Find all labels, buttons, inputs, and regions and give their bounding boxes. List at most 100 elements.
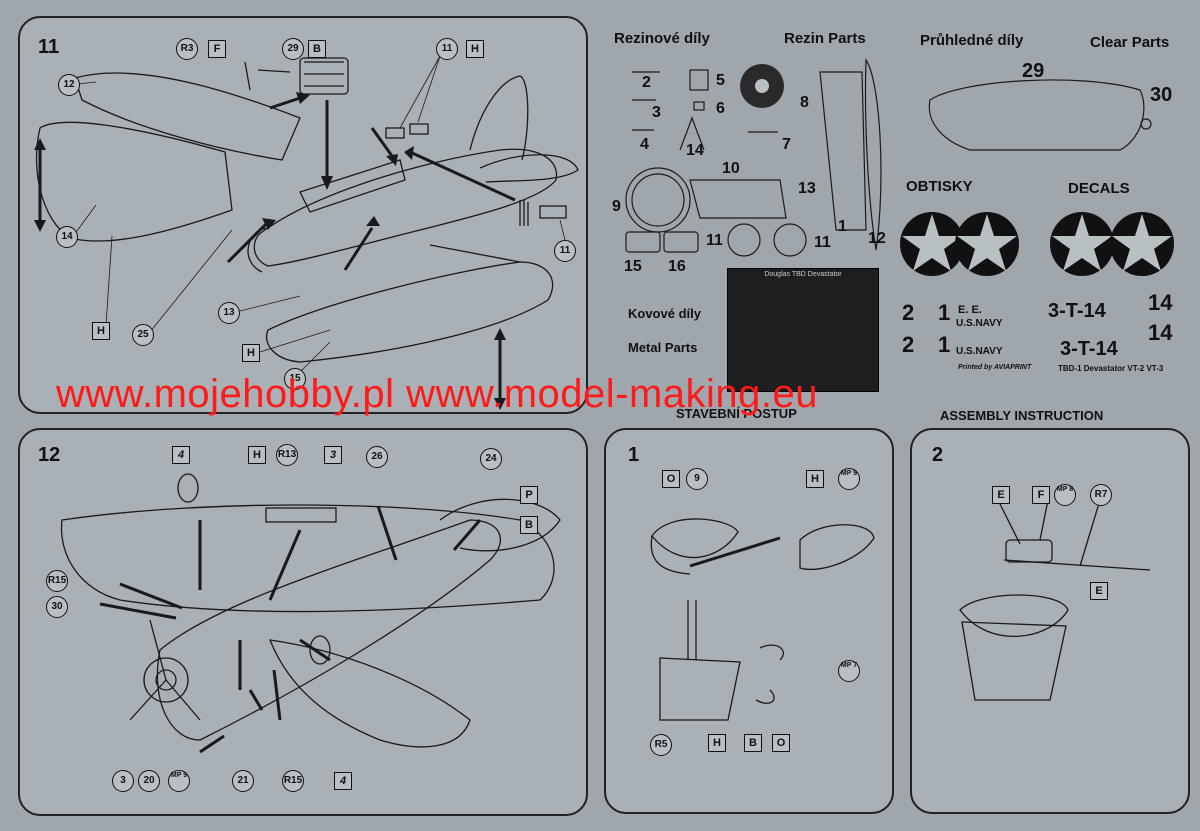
label-b: B — [744, 734, 762, 752]
label-r7: R7 — [1090, 484, 1112, 506]
resin-parts-heading-en: Rezin Parts — [784, 30, 866, 47]
step-number: 1 — [628, 444, 640, 466]
label-e: E — [992, 486, 1010, 504]
label-12: 12 — [58, 74, 80, 96]
step-number: 2 — [932, 444, 944, 466]
resin-parts-heading-cz: Rezinové díly — [614, 30, 710, 47]
label-r13: R13 — [276, 444, 298, 466]
part-number: 29 — [1022, 60, 1045, 82]
part-number: 10 — [722, 160, 740, 177]
label-3: 3 — [324, 446, 342, 464]
label-b: B — [308, 40, 326, 58]
label-h: H — [92, 322, 110, 340]
tail-underside — [439, 498, 561, 552]
label-h: H — [248, 446, 266, 464]
label-13: 13 — [218, 302, 240, 324]
decal-number-14: 14 — [1148, 290, 1173, 315]
fuselage — [253, 148, 558, 267]
label-9: 9 — [686, 468, 708, 490]
right-wing-underside — [268, 639, 471, 748]
part-number: 8 — [800, 94, 809, 111]
label-r3: R3 — [176, 38, 198, 60]
label-f: F — [1032, 486, 1050, 504]
label-mp9: MP 9 — [168, 770, 190, 792]
decal-number-1: 1 — [938, 300, 951, 325]
label-24: 24 — [480, 448, 502, 470]
part-number: 14 — [686, 142, 704, 159]
decal-code-3t14: 3-T-14 — [1048, 300, 1106, 322]
part-number: 2 — [642, 74, 651, 91]
watermark: www.mojehobby.pl www.model-making.eu — [56, 372, 819, 416]
label-h: H — [806, 470, 824, 488]
part-number: 16 — [668, 258, 686, 275]
label-11: 11 — [554, 240, 576, 262]
upper-wing — [74, 72, 301, 161]
part-number: 1 — [838, 218, 847, 235]
label-f: F — [208, 40, 226, 58]
label-mp8: MP 8 — [1054, 484, 1076, 506]
label-15: 15 — [284, 368, 306, 390]
label-20: 20 — [138, 770, 160, 792]
part-number: 11 — [814, 234, 831, 251]
part-number: 13 — [798, 180, 816, 197]
part-number: 11 — [706, 232, 723, 249]
label-o: O — [772, 734, 790, 752]
label-21: 21 — [232, 770, 254, 792]
decal-number-1: 1 — [938, 332, 951, 357]
decal-number-2: 2 — [902, 300, 915, 325]
clear-parts-heading-cz: Průhledné díly — [920, 32, 1024, 49]
wing-underside — [60, 504, 555, 613]
assembly-heading-cz: STAVEBNÍ POSTUP — [676, 406, 797, 421]
decal-caption: TBD-1 Devastator VT-2 VT-3 — [1058, 364, 1164, 373]
assembly-heading-en: ASSEMBLY INSTRUCTION — [940, 408, 1104, 423]
photo-etch-title: Douglas TBD Devastator — [764, 271, 842, 278]
label-r5: R5 — [650, 734, 672, 756]
part-number: 3 — [652, 104, 661, 121]
label-mp7: MP 7 — [838, 660, 860, 682]
fuselage-underside — [156, 519, 502, 741]
part-number: 30 — [1150, 84, 1173, 106]
decal-insignia-set — [900, 212, 1174, 276]
step-11-panel: 11 — [18, 16, 588, 414]
part-number: 4 — [640, 136, 649, 153]
part-number: 15 — [624, 258, 642, 275]
decal-number-2: 2 — [902, 332, 915, 357]
decal-usnavy: U.S.NAVY — [956, 346, 1003, 357]
part-number: 12 — [868, 230, 886, 247]
step-2-panel: 2 — [910, 428, 1190, 814]
step-number: 12 — [38, 444, 61, 466]
label-14: 14 — [56, 226, 78, 248]
label-e: E — [1090, 582, 1108, 600]
label-30: 30 — [46, 596, 68, 618]
label-h: H — [242, 344, 260, 362]
propeller — [129, 619, 201, 721]
photo-etch-fret: Douglas TBD Devastator — [727, 268, 879, 392]
decal-e-letters: E. E. — [958, 304, 982, 316]
label-4: 4 — [334, 772, 352, 790]
decals-heading-en: DECALS — [1068, 180, 1130, 197]
label-r15: R15 — [282, 770, 304, 792]
part-number: 6 — [716, 100, 725, 117]
engine-front — [143, 657, 189, 703]
decal-printer: Printed by AVIAPRINT — [958, 364, 1032, 371]
label-b: B — [520, 516, 538, 534]
label-mp9: MP 9 — [838, 468, 860, 490]
decal-code-3t14: 3-T-14 — [1060, 338, 1118, 360]
label-26: 26 — [366, 446, 388, 468]
lower-wing — [265, 261, 554, 363]
label-29: 29 — [282, 38, 304, 60]
tail-fin — [469, 75, 529, 161]
decal-number-14: 14 — [1148, 320, 1173, 345]
label-o: O — [662, 470, 680, 488]
part-number: 9 — [612, 198, 621, 215]
step-number: 11 — [38, 36, 60, 58]
decal-usnavy: U.S.NAVY — [956, 318, 1003, 329]
canopy-area — [299, 159, 406, 213]
label-3: 3 — [112, 770, 134, 792]
step-12-panel: 12 — [18, 428, 588, 816]
label-4: 4 — [172, 446, 190, 464]
label-r15: R15 — [46, 570, 68, 592]
metal-parts-heading-cz: Kovové díly — [628, 306, 701, 321]
label-h: H — [466, 40, 484, 58]
left-wing-outline — [35, 121, 233, 242]
